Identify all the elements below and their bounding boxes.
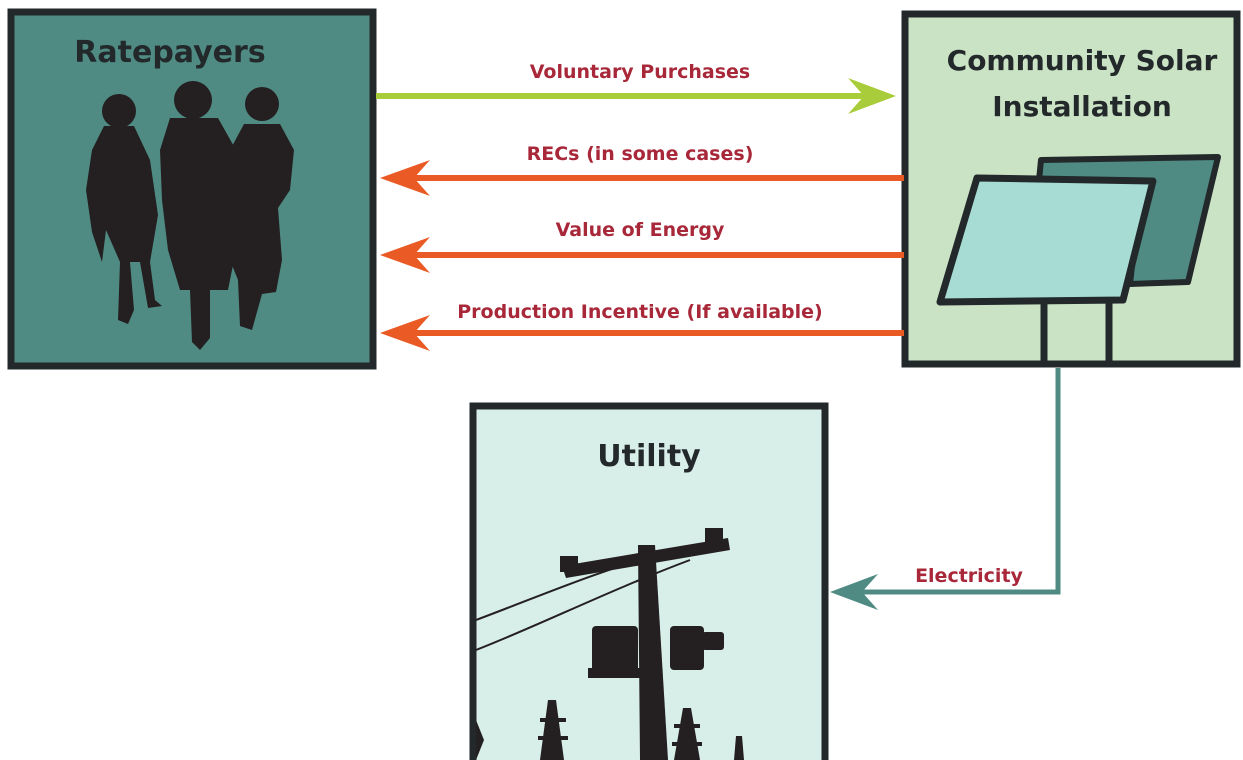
electricity-label: Electricity bbox=[915, 565, 1023, 587]
voluntary-purchases-label: Voluntary Purchases bbox=[530, 61, 751, 83]
community-solar-title-line1: Community Solar bbox=[947, 44, 1218, 77]
solar-panel-icon bbox=[936, 154, 1221, 362]
community-solar-title-line2: Installation bbox=[992, 90, 1172, 123]
community-solar-box: Community Solar Installation bbox=[901, 10, 1241, 368]
utility-box: Utility bbox=[469, 402, 829, 760]
ratepayers-box: Ratepayers bbox=[7, 8, 377, 370]
value-of-energy-label: Value of Energy bbox=[556, 219, 725, 241]
utility-title: Utility bbox=[597, 439, 701, 474]
ratepayers-title: Ratepayers bbox=[74, 35, 265, 70]
utility-pole-icon bbox=[475, 528, 744, 760]
voluntary-purchases-arrow: Voluntary Purchases bbox=[376, 61, 896, 114]
recs-label: RECs (in some cases) bbox=[527, 143, 754, 165]
electricity-arrow: Electricity bbox=[830, 368, 1061, 610]
production-incentive-label: Production Incentive (If available) bbox=[457, 301, 822, 323]
recs-arrow: RECs (in some cases) bbox=[380, 143, 904, 196]
people-silhouette-icon bbox=[86, 81, 294, 350]
production-incentive-arrow: Production Incentive (If available) bbox=[380, 301, 904, 351]
value-of-energy-arrow: Value of Energy bbox=[380, 219, 904, 273]
